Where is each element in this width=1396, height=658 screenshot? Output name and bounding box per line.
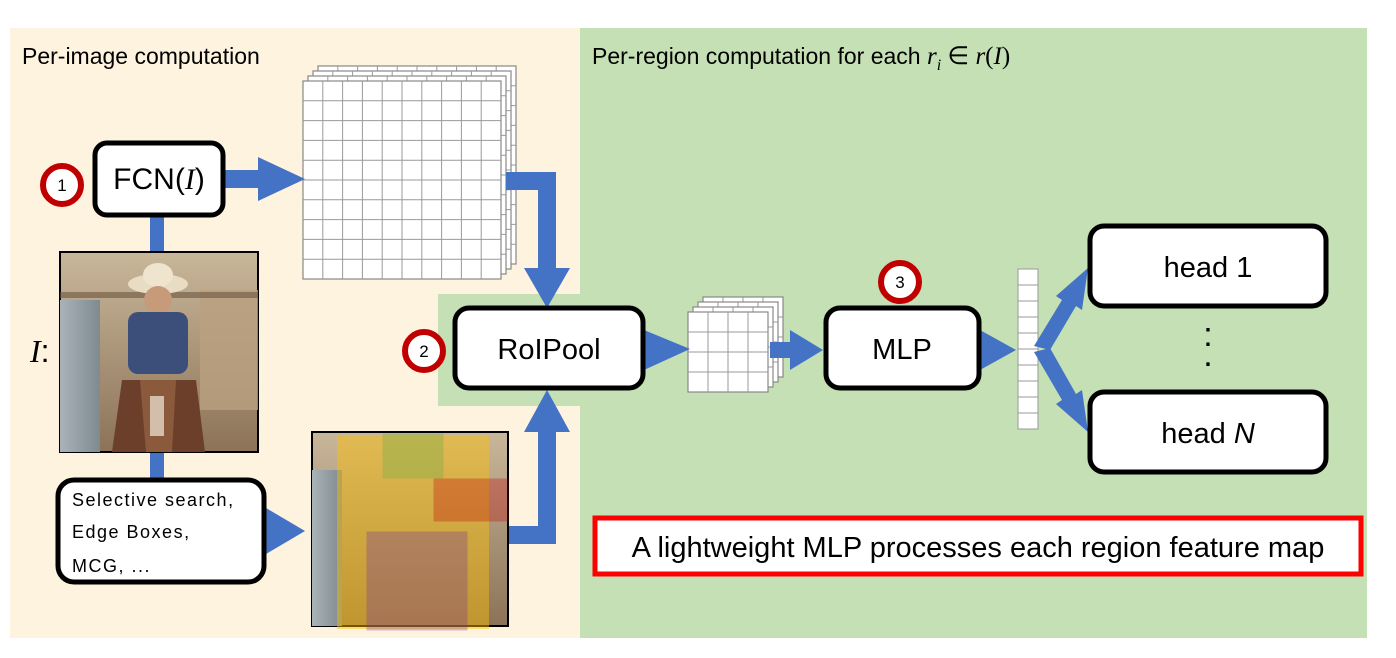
- proposal-box-red: [433, 478, 509, 522]
- fcn-label: FCN(I): [113, 163, 205, 196]
- image-proposals-connector: [150, 452, 164, 480]
- callout-text: A lightweight MLP processes each region …: [632, 532, 1325, 564]
- arrow-split-to-head1: [1034, 268, 1088, 350]
- feature-vector-cell: [1017, 380, 1039, 398]
- per-region-title: Per-region computation for each ri ∈ r(I…: [592, 43, 1010, 74]
- arrow-proposals-to-roipool-head: [524, 390, 570, 432]
- marker-2: 2: [402, 329, 446, 373]
- roipool-box: [452, 305, 646, 391]
- head-n-label: head N: [1161, 418, 1255, 450]
- arrow-proposals-to-roipool-v: [538, 430, 556, 544]
- feature-vector-cell: [1017, 396, 1039, 414]
- input-image: [59, 251, 259, 453]
- feature-vector-cell: [1017, 316, 1039, 334]
- feature-vector-cell: [1017, 348, 1039, 366]
- feature-vector: [1017, 268, 1039, 430]
- arrow-roipool-to-fmap: [644, 330, 690, 370]
- feature-map-large: [302, 65, 517, 280]
- arrow-fcn-to-fmap-shaft: [222, 170, 260, 188]
- feature-vector-cell: [1017, 300, 1039, 318]
- feature-map-large-layer: [302, 80, 502, 280]
- proposal-box-green: [382, 433, 444, 479]
- mlp-label: MLP: [872, 334, 932, 366]
- proposals-line-2: Edge Boxes,: [72, 522, 191, 542]
- feature-vector-cell: [1017, 284, 1039, 302]
- arrows: [222, 157, 1088, 554]
- proposals-image: [311, 431, 509, 631]
- feature-vector-cell: [1017, 332, 1039, 350]
- per-region-math-rest: ∈ r(I): [941, 43, 1010, 70]
- proposals-line-1: Selective search,: [72, 490, 235, 510]
- head-1-box: [1087, 223, 1329, 309]
- arrow-fmap-to-roipool-h: [506, 172, 546, 190]
- svg-text:1: 1: [57, 176, 66, 195]
- arrow-split-to-headN: [1034, 348, 1088, 432]
- marker-1: 1: [40, 163, 84, 207]
- svg-text:2: 2: [419, 342, 428, 361]
- fcn-box: [92, 140, 226, 218]
- arrow-mlp-to-vector: [980, 330, 1016, 370]
- arrow-fmap-to-roipool-v: [538, 172, 556, 270]
- feature-vector-cell: [1017, 268, 1039, 286]
- image-label: I:: [29, 333, 50, 369]
- roipool-label: RoIPool: [497, 334, 600, 366]
- fcn-image-connector: [150, 215, 164, 251]
- feature-vector-cell: [1017, 364, 1039, 382]
- arrow-fcn-to-fmap-head: [258, 157, 305, 201]
- per-region-math-i: i: [937, 57, 941, 74]
- per-region-title-prefix: Per-region computation for each: [592, 43, 927, 69]
- per-region-math-r: r: [927, 43, 937, 70]
- marker-3: 3: [878, 260, 922, 304]
- svg-text:3: 3: [895, 273, 904, 292]
- callout-box: [592, 515, 1364, 577]
- mlp-box: [823, 305, 982, 391]
- feature-vector-cell: [1017, 412, 1039, 430]
- arrow-fmap-to-mlp-shaft: [770, 342, 792, 358]
- head-n-box: [1087, 389, 1329, 475]
- arrow-fmap-to-mlp-head: [790, 330, 823, 370]
- proposal-box-purple: [366, 531, 468, 631]
- proposals-box: [55, 477, 267, 585]
- region-feature-map-layer: [687, 311, 769, 393]
- head-1-label: head 1: [1164, 252, 1253, 284]
- per-image-title: Per-image computation: [22, 43, 260, 69]
- region-feature-map: [687, 296, 784, 393]
- proposals-line-3: MCG, ...: [72, 556, 151, 576]
- heads-ellipsis-lower: .: [1203, 336, 1212, 374]
- arrow-proposals-to-image: [266, 508, 305, 554]
- arrow-fmap-to-roipool-head: [524, 268, 570, 308]
- heads-ellipsis: :: [1203, 316, 1212, 354]
